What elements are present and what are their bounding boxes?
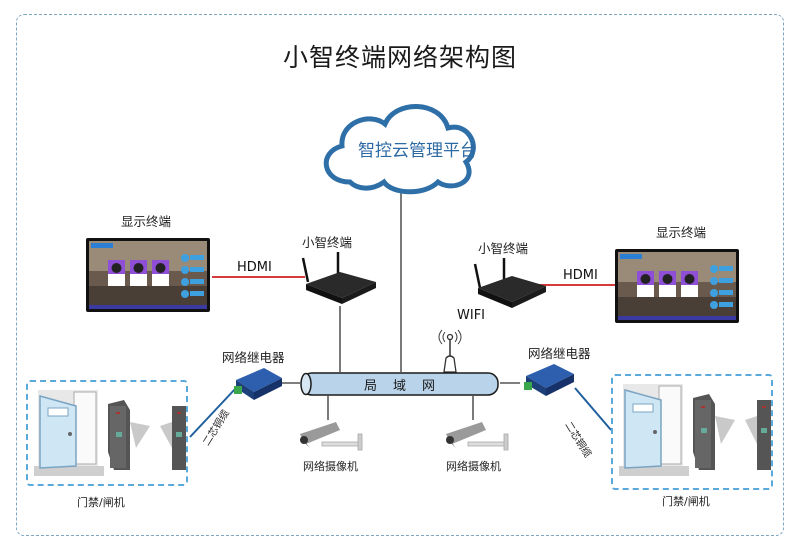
lan-label: 局域网 xyxy=(364,375,451,394)
camera-1[interactable] xyxy=(296,420,366,456)
lan-char: 网 xyxy=(422,379,452,394)
left-relay-label: 网络继电器 xyxy=(222,350,285,365)
network-relay-icon xyxy=(234,368,282,400)
display-screen-icon xyxy=(86,238,210,312)
turnstile-gate-icon xyxy=(693,394,771,470)
wireless-ap-icon xyxy=(438,329,462,373)
lan-char: 局 xyxy=(364,379,394,394)
right-relay-device[interactable] xyxy=(520,362,576,400)
diagram-frame xyxy=(16,14,784,536)
lan-pipe-icon xyxy=(300,372,499,396)
network-relay-icon xyxy=(524,364,574,396)
cloud-label: 智控云管理平台 xyxy=(358,141,477,161)
turnstile-gate-icon xyxy=(108,400,186,470)
door-icon xyxy=(619,384,689,476)
right-access-zone xyxy=(611,374,773,490)
camera-2[interactable] xyxy=(442,420,512,456)
right-display-label: 显示终端 xyxy=(656,225,707,240)
cctv-camera-icon xyxy=(300,422,363,451)
right-access-label: 门禁/闸机 xyxy=(662,495,710,508)
left-access-label: 门禁/闸机 xyxy=(77,496,125,509)
wifi-label: WIFI xyxy=(457,308,485,323)
right-cable-line xyxy=(574,387,612,431)
lan-char: 域 xyxy=(393,379,423,394)
right-relay-label: 网络继电器 xyxy=(528,346,591,361)
right-display-screen[interactable] xyxy=(615,249,739,323)
left-hdmi-label: HDMI xyxy=(237,260,272,275)
cctv-camera-icon xyxy=(446,422,509,451)
right-hdmi-label: HDMI xyxy=(563,268,598,283)
lan-bus: 局域网 xyxy=(298,372,502,396)
right-terminal-device[interactable] xyxy=(472,258,552,310)
diagram-title: 小智终端网络架构图 xyxy=(282,43,517,72)
camera-1-label: 网络摄像机 xyxy=(303,460,358,473)
router-box-icon xyxy=(473,258,546,308)
left-access-zone xyxy=(26,380,188,486)
camera-2-label: 网络摄像机 xyxy=(446,460,501,473)
left-terminal-device[interactable] xyxy=(300,250,380,308)
router-box-icon xyxy=(301,252,376,304)
display-screen-icon xyxy=(615,249,739,323)
left-terminal-label: 小智终端 xyxy=(302,235,353,250)
wireless-ap xyxy=(432,326,468,374)
left-display-screen[interactable] xyxy=(86,238,210,312)
door-icon xyxy=(34,390,104,476)
left-display-label: 显示终端 xyxy=(121,214,172,229)
right-terminal-label: 小智终端 xyxy=(478,241,529,256)
left-cable-line xyxy=(189,387,237,438)
left-relay-device[interactable] xyxy=(230,366,284,402)
